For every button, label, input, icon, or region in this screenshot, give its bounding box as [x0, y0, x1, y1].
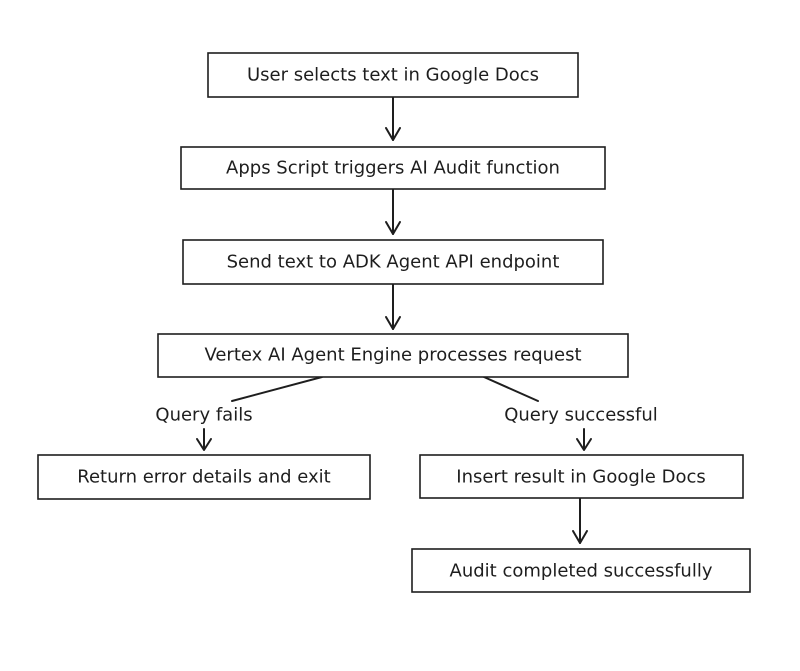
branch-line-success [483, 376, 539, 402]
node-send-text-box [182, 239, 604, 285]
branch-line-fail [231, 376, 323, 402]
node-vertex-engine-label: Vertex AI Agent Engine processes request [204, 345, 581, 366]
arrow-head-user-to-apps-script [385, 127, 401, 141]
node-vertex-engine: Vertex AI Agent Engine processes request [157, 333, 629, 378]
node-vertex-engine-box [157, 333, 629, 378]
node-send-text-label: Send text to ADK Agent API endpoint [227, 252, 560, 273]
node-return-error: Return error details and exit [37, 454, 371, 500]
node-audit-completed-box [411, 548, 751, 593]
arrow-head-apps-script-to-send [385, 221, 401, 235]
node-apps-script: Apps Script triggers AI Audit function [180, 146, 606, 190]
arrow-head-send-to-vertex [385, 316, 401, 330]
node-insert-result-label: Insert result in Google Docs [456, 467, 705, 488]
node-insert-result-box [419, 454, 744, 499]
edge-label-query-successful: Query successful [504, 405, 658, 426]
node-return-error-box [37, 454, 371, 500]
arrow-head-insert-to-completed [572, 530, 588, 544]
node-return-error-label: Return error details and exit [77, 467, 331, 488]
node-send-text: Send text to ADK Agent API endpoint [182, 239, 604, 285]
connectors [196, 96, 592, 544]
node-user-selects-label: User selects text in Google Docs [247, 65, 539, 86]
edge-label-query-fails: Query fails [155, 405, 252, 426]
arrow-head-fail-to-error [196, 438, 212, 451]
node-apps-script-box [180, 146, 606, 190]
node-insert-result: Insert result in Google Docs [419, 454, 744, 499]
node-user-selects: User selects text in Google Docs [207, 52, 579, 98]
node-audit-completed-label: Audit completed successfully [450, 561, 713, 582]
node-audit-completed: Audit completed successfully [411, 548, 751, 593]
node-user-selects-box [207, 52, 579, 98]
arrow-head-success-to-insert [576, 438, 592, 451]
node-apps-script-label: Apps Script triggers AI Audit function [226, 158, 560, 179]
